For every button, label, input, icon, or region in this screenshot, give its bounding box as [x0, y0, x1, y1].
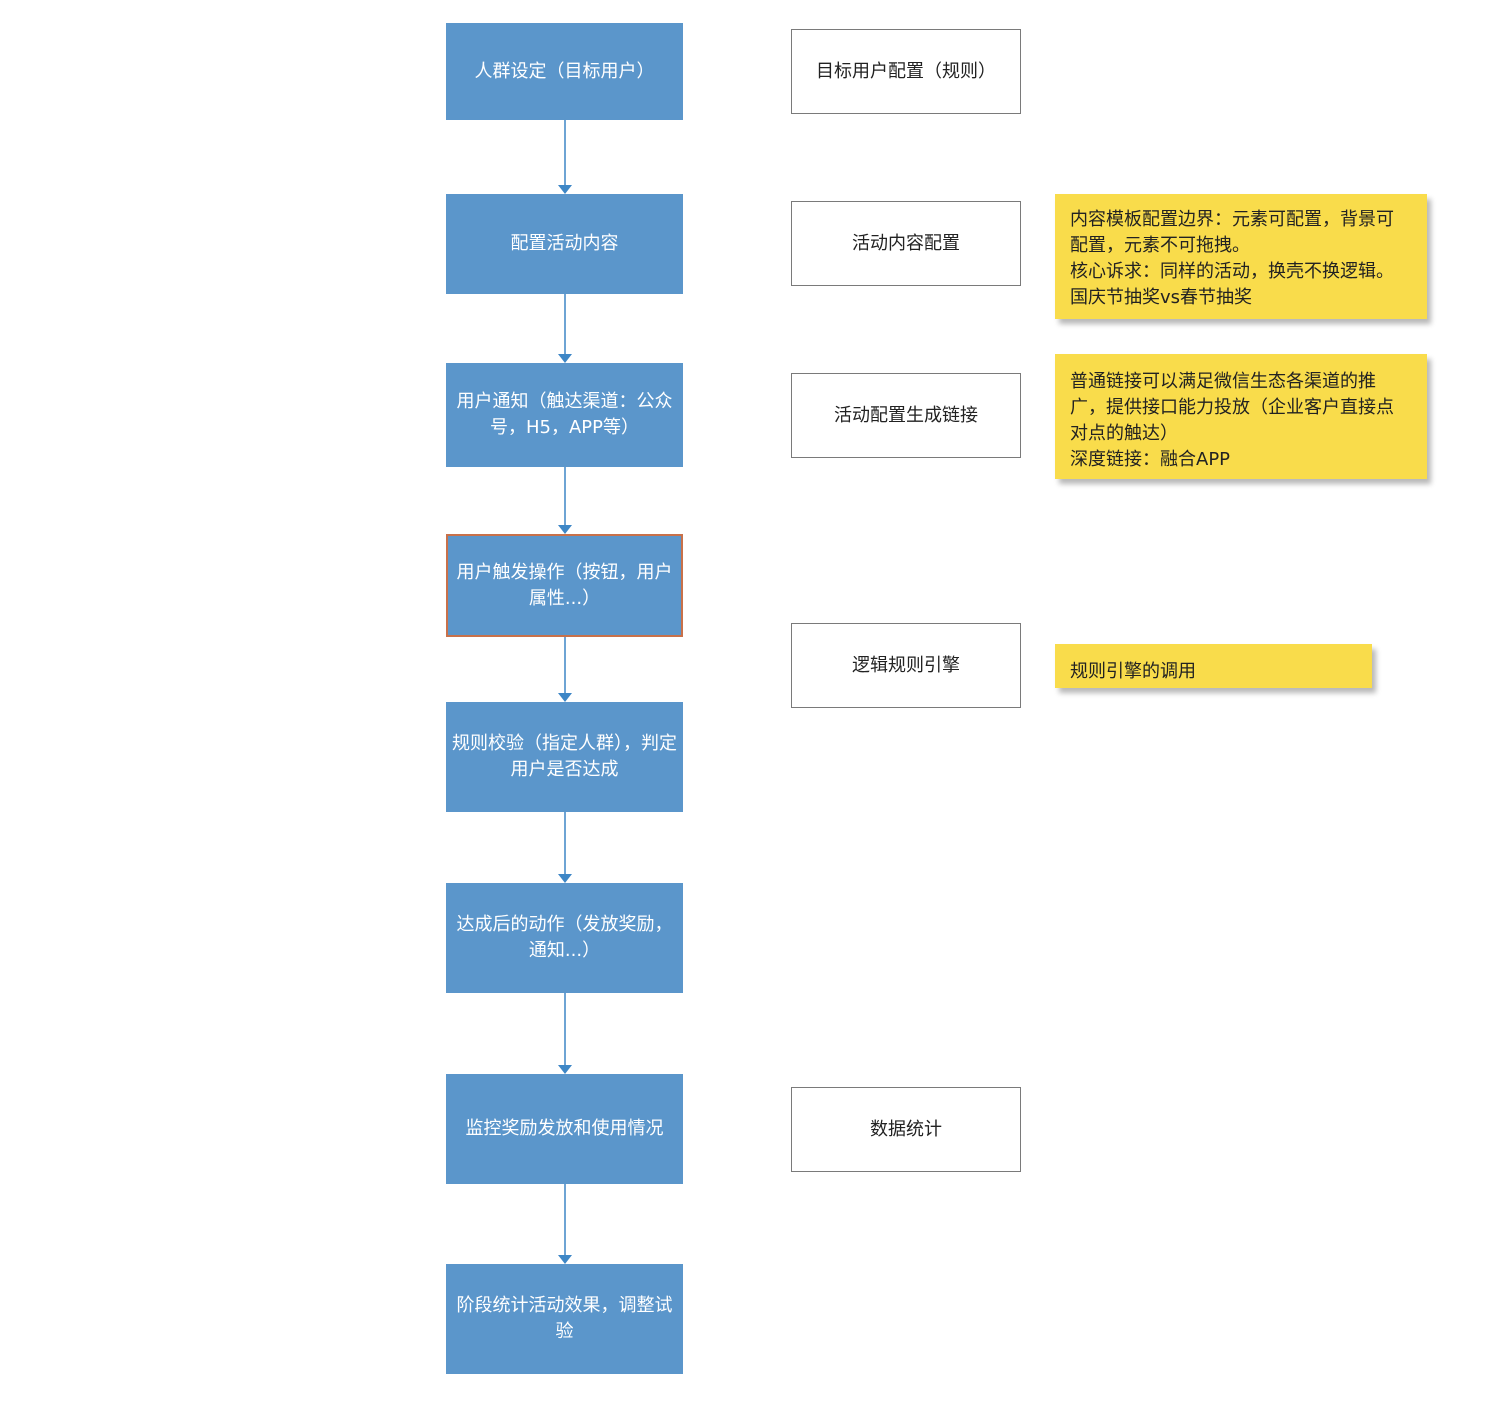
arrow-head-icon — [558, 185, 572, 194]
flow-step-label: 阶段统计活动效果，调整试验 — [456, 1295, 673, 1342]
side-box-generate-link[interactable]: 活动配置生成链接 — [791, 373, 1021, 458]
flow-step-post-action[interactable]: 达成后的动作（发放奖励，通知...） — [446, 883, 683, 993]
flow-step-label: 规则校验（指定人群），判定用户是否达成 — [452, 733, 677, 780]
side-box-label: 目标用户配置（规则） — [816, 60, 996, 82]
flow-step-label: 用户通知（触达渠道：公众号，H5，APP等） — [456, 391, 673, 438]
arrow-head-icon — [558, 693, 572, 702]
flow-step-label: 达成后的动作（发放奖励，通知...） — [456, 914, 673, 961]
arrow-head-icon — [558, 874, 572, 883]
arrow-head-icon — [558, 1065, 572, 1074]
side-box-label: 逻辑规则引擎 — [852, 654, 960, 676]
note-line: 配置，元素不可拖拽。 — [1070, 235, 1250, 256]
flow-step-label: 监控奖励发放和使用情况 — [465, 1118, 664, 1139]
note-line: 内容模板配置边界：元素可配置，背景可 — [1070, 209, 1394, 230]
arrow-head-icon — [558, 1255, 572, 1264]
side-box-data-stats[interactable]: 数据统计 — [791, 1087, 1021, 1172]
note-line: 广，提供接口能力投放（企业客户直接点 — [1070, 397, 1394, 418]
side-box-label: 数据统计 — [870, 1118, 942, 1140]
flow-step-monitor[interactable]: 监控奖励发放和使用情况 — [446, 1074, 683, 1184]
arrow-head-icon — [558, 354, 572, 363]
arrow-head-icon — [558, 525, 572, 534]
side-box-rule-engine[interactable]: 逻辑规则引擎 — [791, 623, 1021, 708]
sticky-note-rule-engine-call[interactable]: 规则引擎的调用 — [1055, 644, 1372, 688]
note-line: 普通链接可以满足微信生态各渠道的推 — [1070, 371, 1376, 392]
side-box-label: 活动配置生成链接 — [834, 404, 978, 426]
flow-step-configure-content[interactable]: 配置活动内容 — [446, 194, 683, 294]
flow-step-user-trigger[interactable]: 用户触发操作（按钮，用户属性...） — [446, 534, 683, 637]
note-line: 核心诉求：同样的活动，换壳不换逻辑。 — [1070, 261, 1394, 282]
side-box-label: 活动内容配置 — [852, 232, 960, 254]
flow-step-label: 用户触发操作（按钮，用户属性...） — [456, 561, 673, 609]
flow-step-user-notify[interactable]: 用户通知（触达渠道：公众号，H5，APP等） — [446, 363, 683, 467]
sticky-note-content-template[interactable]: 内容模板配置边界：元素可配置，背景可 配置，元素不可拖拽。 核心诉求：同样的活动… — [1055, 194, 1427, 319]
flow-step-stage-stats[interactable]: 阶段统计活动效果，调整试验 — [446, 1264, 683, 1374]
note-line: 国庆节抽奖vs春节抽奖 — [1070, 287, 1253, 308]
note-line: 深度链接：融合APP — [1070, 449, 1231, 470]
side-box-activity-content-config[interactable]: 活动内容配置 — [791, 201, 1021, 286]
note-line: 对点的触达） — [1070, 423, 1178, 444]
flow-step-label: 配置活动内容 — [510, 233, 619, 254]
flow-step-audience[interactable]: 人群设定（目标用户） — [446, 23, 683, 120]
sticky-note-link-channels[interactable]: 普通链接可以满足微信生态各渠道的推 广，提供接口能力投放（企业客户直接点 对点的… — [1055, 354, 1427, 479]
side-box-target-user-config[interactable]: 目标用户配置（规则） — [791, 29, 1021, 114]
flow-step-label: 人群设定（目标用户） — [474, 60, 655, 82]
flow-step-rule-check[interactable]: 规则校验（指定人群），判定用户是否达成 — [446, 702, 683, 812]
note-line: 规则引擎的调用 — [1070, 661, 1196, 682]
